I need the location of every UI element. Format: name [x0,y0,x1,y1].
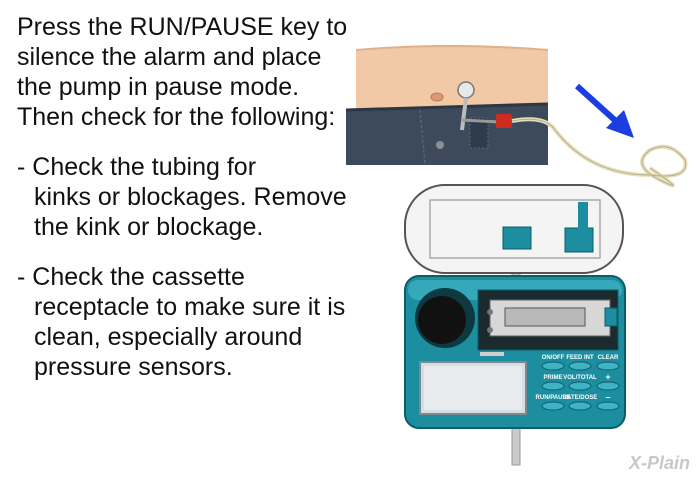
clear-key [596,361,620,371]
feed-int-key-label: FEED INT [566,355,594,361]
bullet-cassette: - Check the cassette receptacle to make … [17,262,362,382]
run-pause-key-label: RUN/PAUSE [536,395,571,401]
plus-key [596,381,620,391]
prime-key [541,381,565,391]
rate-dose-key-label: RATE/DOSE [563,395,598,401]
bullet-cassette-first-line: - Check the cassette [17,263,245,291]
minus-key-label: – [605,392,610,402]
feeding-pump-illustration: ON/OFF FEED INT CLEAR PRIME VOL/TOTAL + … [404,184,626,429]
clear-key-label: CLEAR [598,355,619,361]
abdomen-illustration [345,45,549,166]
rate-dose-key [568,401,592,411]
intro-paragraph: Press the RUN/PAUSE key to silence the a… [17,13,348,131]
plus-key-label: + [605,372,610,382]
bullet-tubing-rest: kinks or blockages. Remove the kink or b… [34,183,347,241]
prime-key-label: PRIME [543,375,562,381]
bullet-cassette-rest: receptacle to make sure it is clean, esp… [34,293,346,381]
vol-total-key-label: VOL/TOTAL [563,375,597,381]
minus-key [596,401,620,411]
onoff-key-label: ON/OFF [542,355,565,361]
run-pause-key [541,401,565,411]
feed-int-key [568,361,592,371]
vol-total-key [568,381,592,391]
x-plain-logo: X-Plain [628,453,690,473]
instruction-text: Press the RUN/PAUSE key to silence the a… [17,12,362,382]
bullet-tubing: - Check the tubing for kinks or blockage… [17,152,362,242]
onoff-key [541,361,565,371]
pump-keypad: ON/OFF FEED INT CLEAR PRIME VOL/TOTAL + … [536,355,620,411]
bullet-tubing-first-line: - Check the tubing for [17,153,257,181]
pointer-arrow-icon [574,83,634,138]
